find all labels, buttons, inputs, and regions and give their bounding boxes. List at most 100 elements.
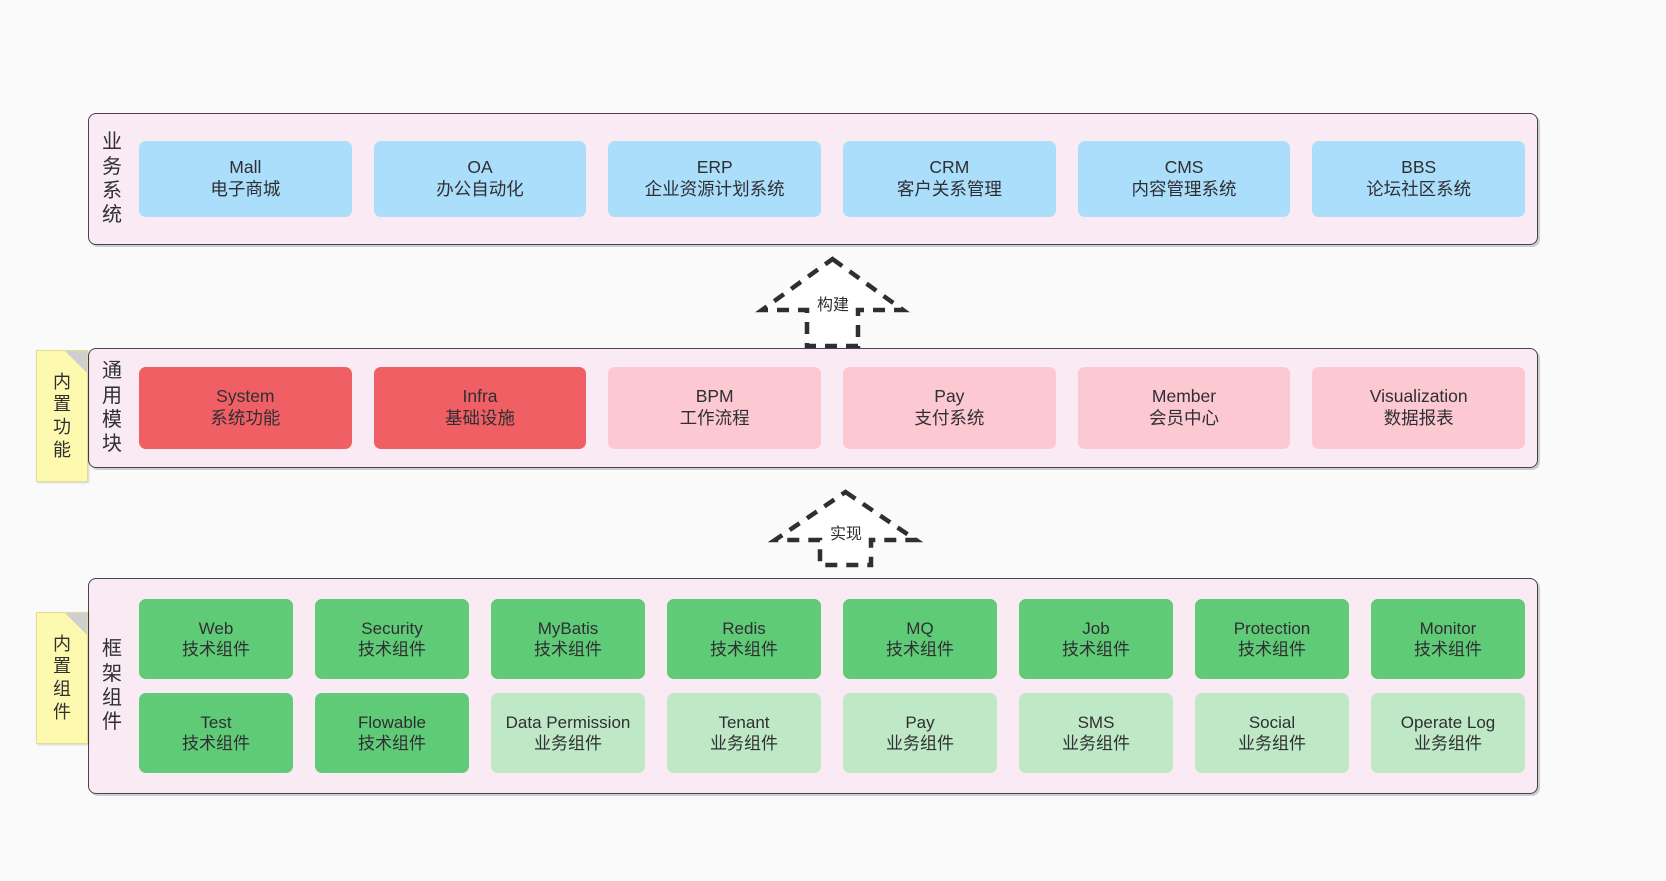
- card-title: Redis: [722, 618, 766, 638]
- card-system[interactable]: System 系统功能: [139, 367, 352, 449]
- layer-label-char: 务: [102, 155, 122, 178]
- layer-label-business-systems: 业 务 系 统: [89, 114, 135, 244]
- card-title: Mall: [229, 157, 262, 178]
- card-mq[interactable]: MQ 技术组件: [843, 599, 997, 679]
- page-fold-icon: [65, 351, 87, 373]
- card-title: OA: [467, 157, 493, 178]
- card-subtitle: 技术组件: [1238, 640, 1306, 659]
- sticky-char: 能: [53, 439, 71, 460]
- layer-label-char: 通: [102, 360, 122, 383]
- card-subtitle: 内容管理系统: [1131, 179, 1237, 199]
- card-title: CRM: [929, 157, 970, 178]
- sticky-char: 置: [53, 656, 71, 677]
- card-subtitle: 数据报表: [1383, 408, 1454, 428]
- card-title: Social: [1248, 712, 1296, 732]
- card-title: Visualization: [1369, 386, 1468, 407]
- card-subtitle: 技术组件: [358, 640, 426, 659]
- card-oa[interactable]: OA 办公自动化: [373, 141, 587, 217]
- page-fold-icon: [65, 613, 87, 635]
- sticky-note-builtin-components[interactable]: 内 置 组 件: [36, 612, 88, 744]
- layer-label-char: 用: [102, 384, 122, 407]
- card-title: Tenant: [718, 712, 770, 732]
- card-row: Web 技术组件 Security 技术组件 MyBatis 技术组件 Redi…: [139, 599, 1525, 679]
- card-security[interactable]: Security 技术组件: [315, 599, 469, 679]
- arrow-build: 构建: [755, 255, 910, 350]
- card-bpm[interactable]: BPM 工作流程: [608, 367, 822, 449]
- card-bbs[interactable]: BBS 论坛社区系统: [1312, 141, 1526, 217]
- card-row: Mall 电子商城 OA 办公自动化 ERP 企业资源计划系统 CRM 客户关系…: [139, 141, 1526, 217]
- card-title: Test: [200, 712, 232, 732]
- card-title: Member: [1151, 386, 1217, 407]
- card-subtitle: 系统功能: [210, 408, 281, 428]
- card-title: ERP: [696, 157, 733, 178]
- card-subtitle: 业务组件: [1062, 734, 1130, 753]
- card-tenant[interactable]: Tenant 业务组件: [667, 693, 821, 773]
- layer-body-framework-components: Web 技术组件 Security 技术组件 MyBatis 技术组件 Redi…: [135, 579, 1537, 793]
- card-subtitle: 业务组件: [1238, 734, 1306, 753]
- card-title: Flowable: [357, 712, 427, 732]
- card-subtitle: 技术组件: [358, 734, 426, 753]
- card-redis[interactable]: Redis 技术组件: [667, 599, 821, 679]
- card-visualization[interactable]: Visualization 数据报表: [1312, 367, 1526, 449]
- card-mall[interactable]: Mall 电子商城: [139, 141, 352, 217]
- card-title: Operate Log: [1400, 712, 1496, 732]
- arrow-implement-label: 实现: [830, 526, 863, 543]
- card-subtitle: 技术组件: [182, 734, 250, 753]
- arrow-build-label: 构建: [817, 297, 850, 314]
- card-subtitle: 办公自动化: [436, 179, 524, 199]
- card-data-permission[interactable]: Data Permission 业务组件: [491, 693, 645, 773]
- card-subtitle: 技术组件: [1414, 640, 1482, 659]
- card-flowable[interactable]: Flowable 技术组件: [315, 693, 469, 773]
- layer-business-systems: 业 务 系 统 Mall 电子商城 OA 办公自动化 ERP 企业资源计划系统: [88, 113, 1538, 245]
- card-web[interactable]: Web 技术组件: [139, 599, 293, 679]
- card-pay-business[interactable]: Pay 业务组件: [843, 693, 997, 773]
- card-title: Job: [1082, 618, 1110, 638]
- arrow-build-icon: [755, 256, 910, 349]
- layer-label-char: 模: [102, 409, 122, 431]
- card-mybatis[interactable]: MyBatis 技术组件: [491, 599, 645, 679]
- card-crm[interactable]: CRM 客户关系管理: [843, 141, 1056, 217]
- layer-common-modules: 通 用 模 块 System 系统功能 Infra 基础设施 BPM 工作流程: [88, 348, 1538, 468]
- card-subtitle: 基础设施: [445, 408, 515, 428]
- card-member[interactable]: Member 会员中心: [1077, 367, 1291, 449]
- card-erp[interactable]: ERP 企业资源计划系统: [608, 141, 822, 217]
- card-row: Test 技术组件 Flowable 技术组件 Data Permission …: [139, 693, 1525, 773]
- sticky-note-builtin-features[interactable]: 内 置 功 能: [36, 350, 88, 482]
- card-subtitle: 支付系统: [914, 408, 985, 428]
- sticky-char: 功: [53, 417, 71, 437]
- layer-label-char: 框: [102, 638, 122, 661]
- layer-label-framework-components: 框 架 组 件: [89, 579, 135, 793]
- card-title: MyBatis: [537, 618, 599, 638]
- layer-framework-components: 框 架 组 件 Web 技术组件 Security 技术组件 MyBatis 技…: [88, 578, 1538, 794]
- card-subtitle: 技术组件: [710, 640, 778, 659]
- card-subtitle: 电子商城: [210, 179, 281, 199]
- sticky-char: 内: [53, 633, 71, 654]
- layer-label-char: 业: [102, 131, 122, 154]
- card-protection[interactable]: Protection 技术组件: [1195, 599, 1349, 679]
- card-subtitle: 业务组件: [1414, 734, 1482, 753]
- card-sms[interactable]: SMS 业务组件: [1019, 693, 1173, 773]
- card-row: System 系统功能 Infra 基础设施 BPM 工作流程 Pay 支付系统…: [139, 367, 1526, 449]
- card-subtitle: 技术组件: [534, 640, 602, 659]
- card-subtitle: 工作流程: [679, 408, 750, 428]
- card-test[interactable]: Test 技术组件: [139, 693, 293, 773]
- layer-body-business-systems: Mall 电子商城 OA 办公自动化 ERP 企业资源计划系统 CRM 客户关系…: [135, 114, 1537, 244]
- card-title: System: [216, 386, 275, 407]
- card-subtitle: 客户关系管理: [896, 179, 1002, 199]
- card-cms[interactable]: CMS 内容管理系统: [1077, 141, 1291, 217]
- card-monitor[interactable]: Monitor 技术组件: [1371, 599, 1525, 679]
- card-operate-log[interactable]: Operate Log 业务组件: [1371, 693, 1525, 773]
- layer-label-char: 系: [102, 180, 122, 202]
- card-social[interactable]: Social 业务组件: [1195, 693, 1349, 773]
- card-job[interactable]: Job 技术组件: [1019, 599, 1173, 679]
- card-pay[interactable]: Pay 支付系统: [843, 367, 1056, 449]
- layer-label-char: 统: [102, 204, 122, 227]
- card-infra[interactable]: Infra 基础设施: [373, 367, 587, 449]
- card-title: MQ: [906, 618, 934, 638]
- arrow-implement: 实现: [767, 488, 924, 568]
- layer-label-char: 件: [102, 711, 122, 734]
- layer-label-char: 架: [102, 662, 122, 685]
- card-subtitle: 会员中心: [1149, 408, 1220, 428]
- card-title: CMS: [1164, 157, 1204, 178]
